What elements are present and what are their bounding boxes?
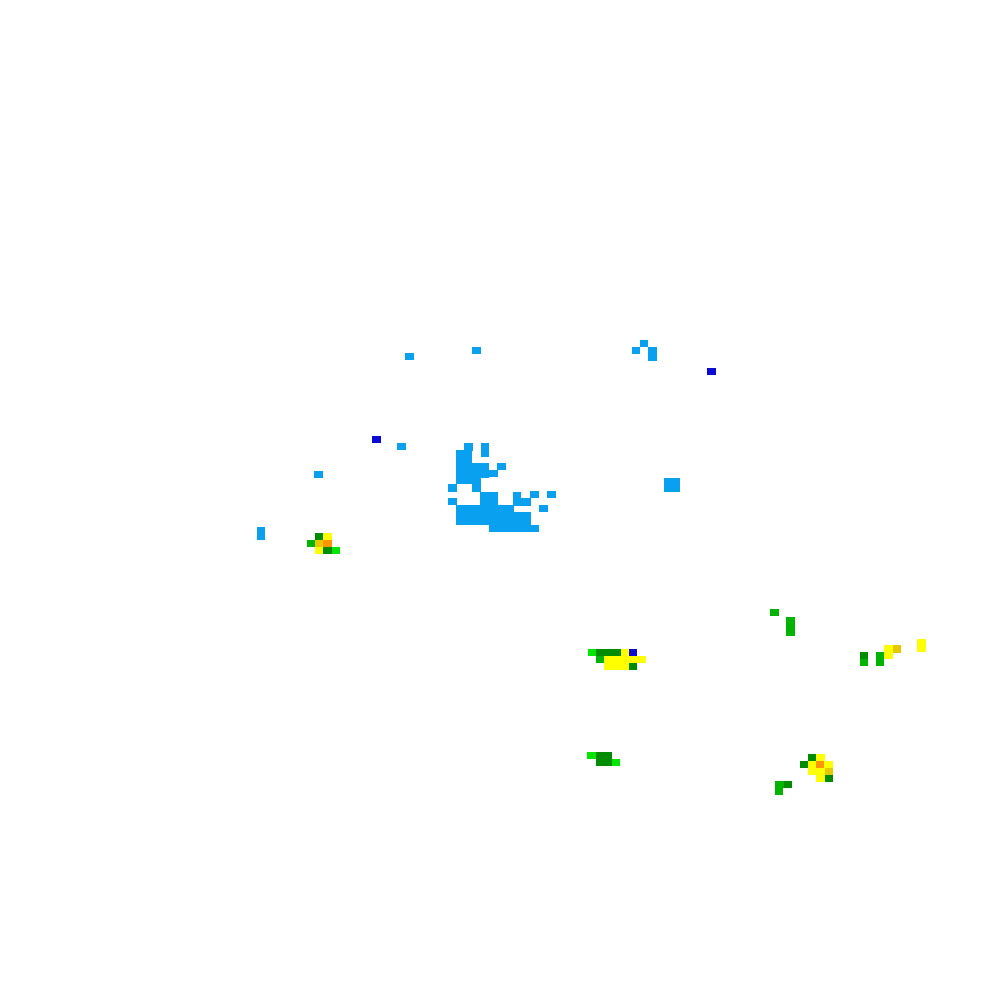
dark-green-echo-cell bbox=[596, 649, 621, 656]
light-blue-echo-cell bbox=[664, 478, 680, 492]
light-blue-echo-cell bbox=[497, 463, 506, 470]
light-blue-echo-cell bbox=[464, 443, 473, 451]
yellow-echo-cell bbox=[629, 656, 646, 663]
light-blue-echo-cell bbox=[314, 471, 323, 478]
yellow-echo-cell bbox=[884, 645, 893, 659]
yellow-echo-cell bbox=[917, 639, 926, 652]
dark-green-echo-cell bbox=[860, 652, 868, 659]
gold-echo-cell bbox=[315, 540, 323, 547]
light-blue-echo-cell bbox=[530, 491, 539, 498]
green-echo-cell bbox=[876, 652, 884, 666]
yellow-echo-cell bbox=[604, 656, 629, 663]
dark-green-echo-cell bbox=[596, 752, 612, 766]
blue-echo-cell bbox=[707, 368, 716, 375]
green-echo-cell bbox=[596, 656, 604, 663]
dark-green-echo-cell bbox=[800, 761, 808, 768]
light-blue-echo-cell bbox=[640, 340, 648, 347]
light-blue-echo-cell bbox=[397, 443, 406, 450]
yellow-echo-cell bbox=[816, 775, 825, 782]
orange-echo-cell bbox=[323, 540, 332, 547]
light-blue-echo-cell bbox=[648, 347, 657, 361]
dark-green-echo-cell bbox=[825, 775, 833, 782]
light-blue-echo-cell bbox=[489, 470, 498, 477]
light-blue-echo-cell bbox=[489, 525, 539, 532]
light-blue-echo-cell bbox=[481, 443, 489, 457]
light-blue-echo-cell bbox=[472, 478, 481, 492]
yellow-echo-cell bbox=[816, 754, 825, 761]
yellow-echo-cell bbox=[825, 761, 833, 768]
green-echo-cell bbox=[775, 781, 784, 788]
yellow-echo-cell bbox=[323, 533, 332, 540]
orange-echo-cell bbox=[816, 761, 824, 768]
yellow-echo-cell bbox=[315, 547, 323, 554]
light-blue-echo-cell bbox=[480, 492, 498, 506]
blue-echo-cell bbox=[629, 649, 637, 656]
yellow-echo-cell bbox=[621, 649, 629, 656]
light-blue-echo-cell bbox=[456, 450, 472, 484]
dark-green-echo-cell bbox=[315, 533, 323, 540]
light-blue-echo-cell bbox=[456, 505, 514, 525]
light-blue-echo-cell bbox=[539, 505, 548, 512]
light-blue-echo-cell bbox=[472, 347, 481, 354]
dark-green-echo-cell bbox=[808, 754, 816, 761]
light-blue-echo-cell bbox=[513, 492, 521, 499]
gold-echo-cell bbox=[893, 645, 901, 653]
light-green-echo-cell bbox=[588, 649, 596, 656]
light-blue-echo-cell bbox=[448, 498, 457, 505]
light-blue-echo-cell bbox=[448, 484, 457, 492]
light-blue-echo-cell bbox=[405, 353, 414, 360]
light-blue-echo-cell bbox=[472, 463, 489, 478]
green-echo-cell bbox=[860, 659, 868, 666]
green-echo-cell bbox=[770, 609, 779, 616]
precipitation-echo-layer bbox=[257, 340, 926, 795]
dark-green-echo-cell bbox=[323, 547, 332, 554]
light-blue-echo-cell bbox=[505, 512, 531, 525]
green-echo-cell bbox=[307, 540, 315, 547]
green-echo-cell bbox=[775, 788, 783, 795]
dark-green-echo-cell bbox=[784, 781, 792, 788]
light-blue-echo-cell bbox=[257, 527, 265, 540]
light-blue-echo-cell bbox=[632, 347, 640, 354]
light-green-echo-cell bbox=[332, 547, 340, 554]
green-echo-cell bbox=[786, 617, 795, 636]
gold-echo-cell bbox=[825, 768, 833, 775]
light-blue-echo-cell bbox=[547, 491, 556, 498]
blue-echo-cell bbox=[372, 436, 381, 443]
light-blue-echo-cell bbox=[513, 498, 531, 506]
light-green-echo-cell bbox=[612, 759, 620, 766]
yellow-echo-cell bbox=[604, 663, 629, 670]
light-green-echo-cell bbox=[587, 752, 596, 759]
dark-green-echo-cell bbox=[629, 663, 637, 670]
